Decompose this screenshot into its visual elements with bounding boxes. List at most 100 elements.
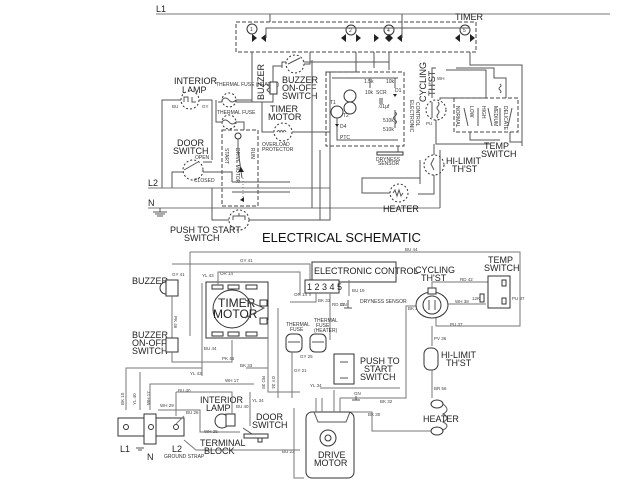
drive-motor-box — [221, 129, 259, 207]
svg-text:YL 34: YL 34 — [310, 383, 322, 388]
svg-text:510k: 510k — [383, 118, 394, 124]
door-switch — [182, 159, 204, 181]
svg-text:.01µf: .01µf — [378, 104, 390, 110]
svg-text:1: 1 — [250, 27, 253, 33]
svg-text:WH 29: WH 29 — [160, 403, 174, 408]
wd-ground-icon — [136, 447, 144, 451]
push-start-label-1: PUSH TO START — [170, 225, 241, 235]
wd-timer-motor-label-2: MOTOR — [213, 307, 258, 321]
svg-text:T2: T2 — [343, 113, 349, 119]
wd-gn-ground-icon-2: GN — [352, 391, 361, 401]
timer-bus — [265, 27, 470, 38]
svg-text:OR 14: OR 14 — [294, 292, 308, 297]
svg-text:GY 21: GY 21 — [294, 368, 307, 373]
svg-text:MEDIUM: MEDIUM — [492, 106, 498, 126]
buzzer-switch-label-1: BUZZER — [282, 75, 319, 85]
svg-text:RD 38: RD 38 — [261, 376, 266, 389]
svg-text:12K: 12K — [472, 296, 480, 301]
svg-text:DELICATE: DELICATE — [502, 106, 508, 131]
svg-text:BU: BU — [172, 104, 178, 109]
svg-text:GN: GN — [340, 302, 347, 307]
wd-thermal-fuse-heater — [309, 333, 327, 353]
wd-hi-limit-label-2: TH'ST — [446, 358, 472, 368]
wd-ec-terminals — [304, 279, 340, 294]
svg-text:WH: WH — [437, 76, 445, 81]
svg-text:2: 2 — [349, 28, 352, 34]
svg-text:PU 37: PU 37 — [512, 296, 525, 301]
svg-text:YL 43: YL 43 — [202, 273, 214, 278]
svg-text:BU 40: BU 40 — [178, 388, 191, 393]
terminal-l1 — [123, 424, 129, 430]
overload-label-1: OVERLOAD — [262, 142, 290, 148]
buzzer — [269, 81, 278, 95]
winding-start: START — [223, 148, 229, 164]
svg-text:OPEN: OPEN — [195, 155, 210, 161]
wd-temp-switch-label-1: TEMP — [488, 255, 513, 265]
svg-text:GY 25: GY 25 — [300, 354, 313, 359]
ground-strap-label: GROUND STRAP — [164, 454, 205, 460]
lamp-gy-wire — [199, 99, 213, 160]
timer-label: TIMER — [455, 12, 483, 22]
svg-text:BK 10: BK 10 — [120, 392, 125, 405]
svg-text:BK 32: BK 32 — [408, 306, 421, 311]
l2-label: L2 — [148, 178, 158, 188]
wd-interior-lamp-label-1: INTERIOR — [200, 395, 244, 405]
svg-text:WH 17: WH 17 — [225, 378, 239, 383]
wd-buzzer — [159, 279, 179, 297]
svg-text:BU 44: BU 44 — [204, 346, 217, 351]
terminal-n — [148, 424, 154, 430]
wd-heater — [430, 399, 448, 436]
svg-text:WH 38: WH 38 — [455, 299, 469, 304]
wd-door-switch — [242, 427, 269, 443]
svg-text:WH 17: WH 17 — [146, 391, 151, 405]
svg-text:YL 34: YL 34 — [252, 398, 264, 403]
thermal-fuse-label: THERMAL FUSE — [217, 110, 256, 116]
heater-label: HEATER — [383, 204, 419, 214]
wd-buzzer-switch-label-1: BUZZER — [132, 330, 169, 340]
dryness-sensor — [376, 151, 404, 156]
svg-text:BK 33: BK 33 — [240, 363, 253, 368]
hi-limit-thermostat — [423, 154, 445, 176]
svg-text:1.5k: 1.5k — [364, 79, 374, 85]
svg-text:WH 25: WH 25 — [204, 429, 218, 434]
svg-text:D1: D1 — [395, 88, 402, 94]
wd-dryness-label: DRYNESS SENSOR — [360, 299, 407, 305]
scr-component — [330, 105, 344, 119]
wd-push-to-start-switch — [333, 353, 355, 385]
wd-interior-lamp — [214, 413, 236, 429]
svg-text:HIGH: HIGH — [480, 106, 486, 119]
electronic-control-box — [325, 71, 405, 147]
wd-heater-label: HEATER — [423, 414, 459, 424]
svg-text:T1: T1 — [330, 100, 336, 106]
wd-thermal-fuse — [285, 333, 303, 353]
dryness-label-2: SENSOR — [378, 161, 400, 167]
lamp-filament-icon — [183, 96, 196, 103]
wd-thermal-fuse-heater-label-3: (HEATER) — [314, 328, 338, 334]
temp-switch-positions: NORMAL LOW HIGH MEDIUM DELICATE — [454, 106, 513, 131]
temp-switch-box — [453, 97, 519, 133]
wd-timer-motor-label-1: TIMER — [218, 296, 256, 310]
svg-text:PV 36: PV 36 — [434, 336, 447, 341]
n-label: N — [148, 198, 155, 208]
wd-buzzer-switch — [165, 337, 179, 353]
wd-n-label: N — [147, 452, 154, 462]
winding-drive: DRIVE MOTOR — [234, 148, 240, 184]
svg-text:PTC: PTC — [340, 135, 350, 141]
wd-push-start-label-2: START — [364, 364, 393, 374]
terminal-l2 — [173, 424, 179, 430]
wd-cycling-label-1: CYCLING — [415, 265, 455, 275]
wd-gn-ground-icon: GN — [340, 300, 352, 309]
wd-thermal-fuse-heater-label-1: THERMAL — [314, 318, 338, 324]
svg-text:SCR: SCR — [376, 90, 387, 96]
wd-drive-motor-label-1: DRIVE — [318, 450, 346, 460]
svg-text:RD 11: RD 11 — [332, 302, 345, 307]
svg-text:BK 33: BK 33 — [318, 298, 331, 303]
wd-thermal-fuse-label-1: THERMAL — [286, 322, 310, 328]
temp-switch-label-1: TEMP — [484, 141, 509, 151]
cycling-label-1: CYCLING — [418, 62, 428, 102]
wd-door-switch-label-1: DOOR — [256, 412, 284, 422]
wd-cycling-label-2: TH'ST — [421, 273, 447, 283]
svg-text:BU 40: BU 40 — [236, 404, 249, 409]
svg-text:D4: D4 — [340, 124, 347, 130]
